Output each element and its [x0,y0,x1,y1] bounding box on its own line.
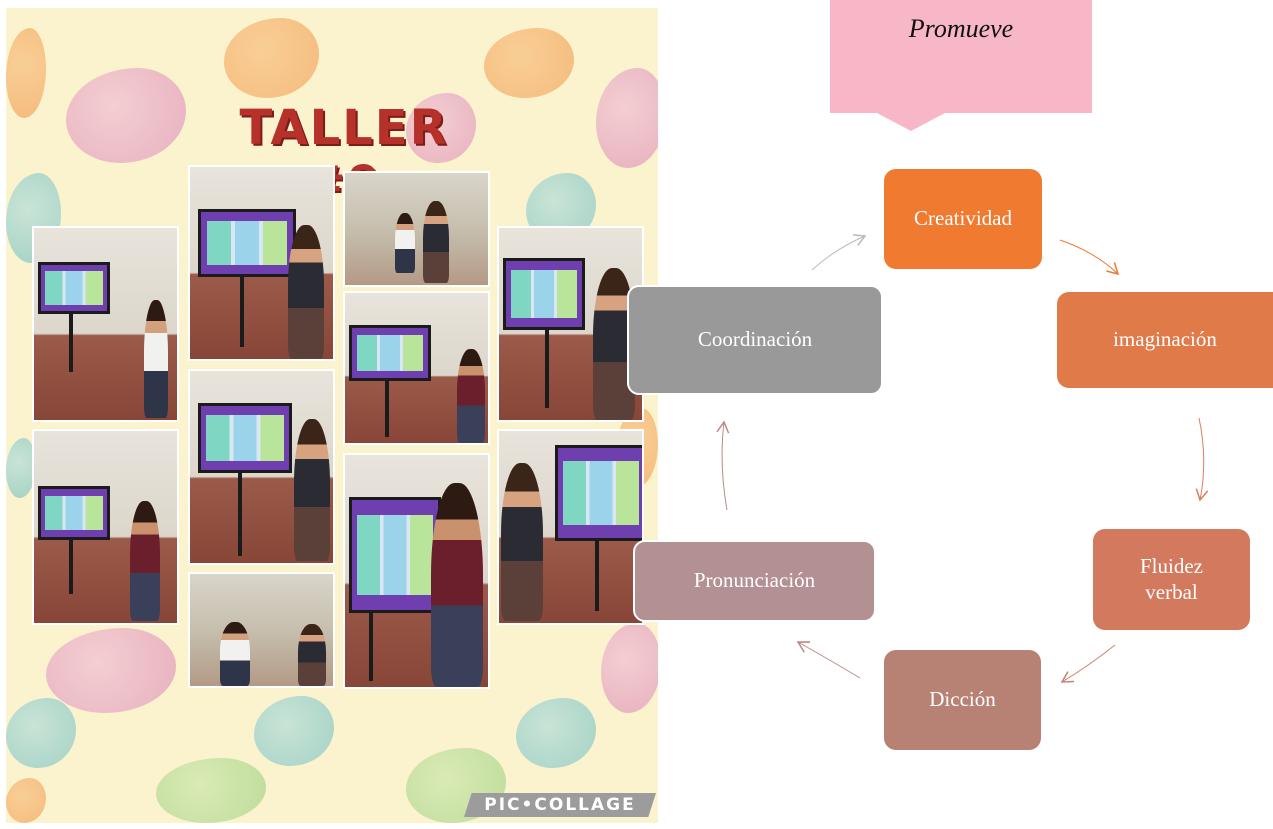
collage-photo [188,572,335,688]
node-diccion: Dicción [884,650,1041,750]
arrow-creatividad-to-imaginacion [1059,239,1120,276]
petal-decoration [224,18,319,98]
collage-photo [343,171,490,287]
petal-decoration [254,696,334,766]
collage-photo [32,429,179,625]
petal-decoration [46,628,176,713]
collage-photo [188,369,335,565]
pic-collage-watermark: PIC•COLLAGE [464,793,656,817]
collage-photo [32,226,179,422]
promueve-callout [830,0,1092,113]
photo-collage: TALLER #9 [6,8,658,823]
petal-decoration [406,93,476,163]
petal-decoration [596,68,658,168]
node-pronunciacion: Pronunciación [633,540,876,622]
arrow-coordinacion-to-creatividad [811,234,867,271]
petal-decoration [6,28,46,118]
petal-decoration [6,438,36,498]
node-coordinacion: Coordinación [627,285,883,395]
arrow-fluidez-to-diccion [1060,644,1116,683]
node-creatividad: Creatividad [884,169,1042,269]
collage-photo [343,291,490,445]
node-imaginacion: imaginación [1057,292,1273,388]
fluidez-line-1: Fluidez [1140,554,1203,579]
callout-pointer [877,113,945,131]
petal-decoration [6,778,46,823]
collage-photo [343,453,490,689]
arrow-pronunciacion-to-coordinacion [716,420,730,511]
callout-text: Promueve [908,14,1014,43]
arrow-diccion-to-pronunciacion [796,641,861,679]
petal-decoration [484,28,574,98]
fluidez-line-2: verbal [1145,579,1198,604]
petal-decoration [66,68,186,163]
petal-decoration [6,698,76,768]
node-fluidez-verbal: Fluidez verbal [1093,529,1250,630]
arrow-imaginacion-to-fluidez [1195,417,1209,502]
petal-decoration [601,623,658,713]
petal-decoration [156,758,266,823]
collage-photo [497,429,644,625]
petal-decoration [516,698,596,768]
collage-photo [188,165,335,361]
